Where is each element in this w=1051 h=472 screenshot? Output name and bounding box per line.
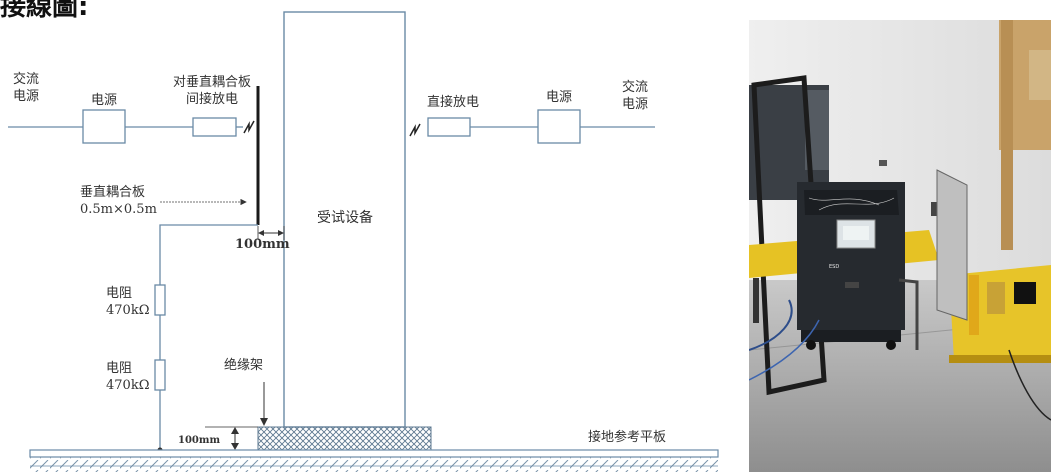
esd-gun-right (427, 117, 471, 137)
power-box-right (537, 109, 581, 144)
svg-text:ESD: ESD (829, 264, 839, 270)
header-fragment: 接線圖: (0, 0, 89, 22)
ground-reference-plane (29, 449, 719, 458)
label-power-right: 电源 (545, 90, 572, 105)
label-ac-power-right: 交流 电源 (621, 80, 648, 112)
resistor-2 (154, 359, 166, 391)
power-box-left (82, 109, 126, 144)
spark-left-icon (243, 120, 255, 134)
label-direct-discharge: 直接放电 (426, 95, 479, 110)
label-ground-plane: 接地参考平板 (588, 430, 667, 445)
label-resistor-1: 电阻 470kΩ (106, 286, 150, 318)
label-resistor-2: 电阻 470kΩ (106, 361, 150, 393)
resistor-1 (154, 284, 166, 316)
label-indirect-discharge: 对垂直耦合板 间接放电 (172, 75, 251, 107)
spark-right-icon (409, 123, 421, 137)
label-gap-100mm: 100mm (235, 237, 290, 252)
label-height-100mm: 100mm (178, 435, 221, 446)
label-eut: 受试设备 (317, 210, 373, 226)
label-insulating-support: 绝缘架 (224, 358, 264, 373)
esd-gun-left (192, 117, 237, 137)
label-ac-power-left: 交流 电源 (12, 72, 39, 104)
label-vcp: 垂直耦合板 0.5m×0.5m (80, 185, 157, 217)
test-bench-photo: ESD (749, 20, 1051, 472)
esd-test-setup-diagram (8, 11, 719, 472)
label-power-left: 电源 (90, 93, 117, 108)
insulating-support (257, 426, 432, 451)
